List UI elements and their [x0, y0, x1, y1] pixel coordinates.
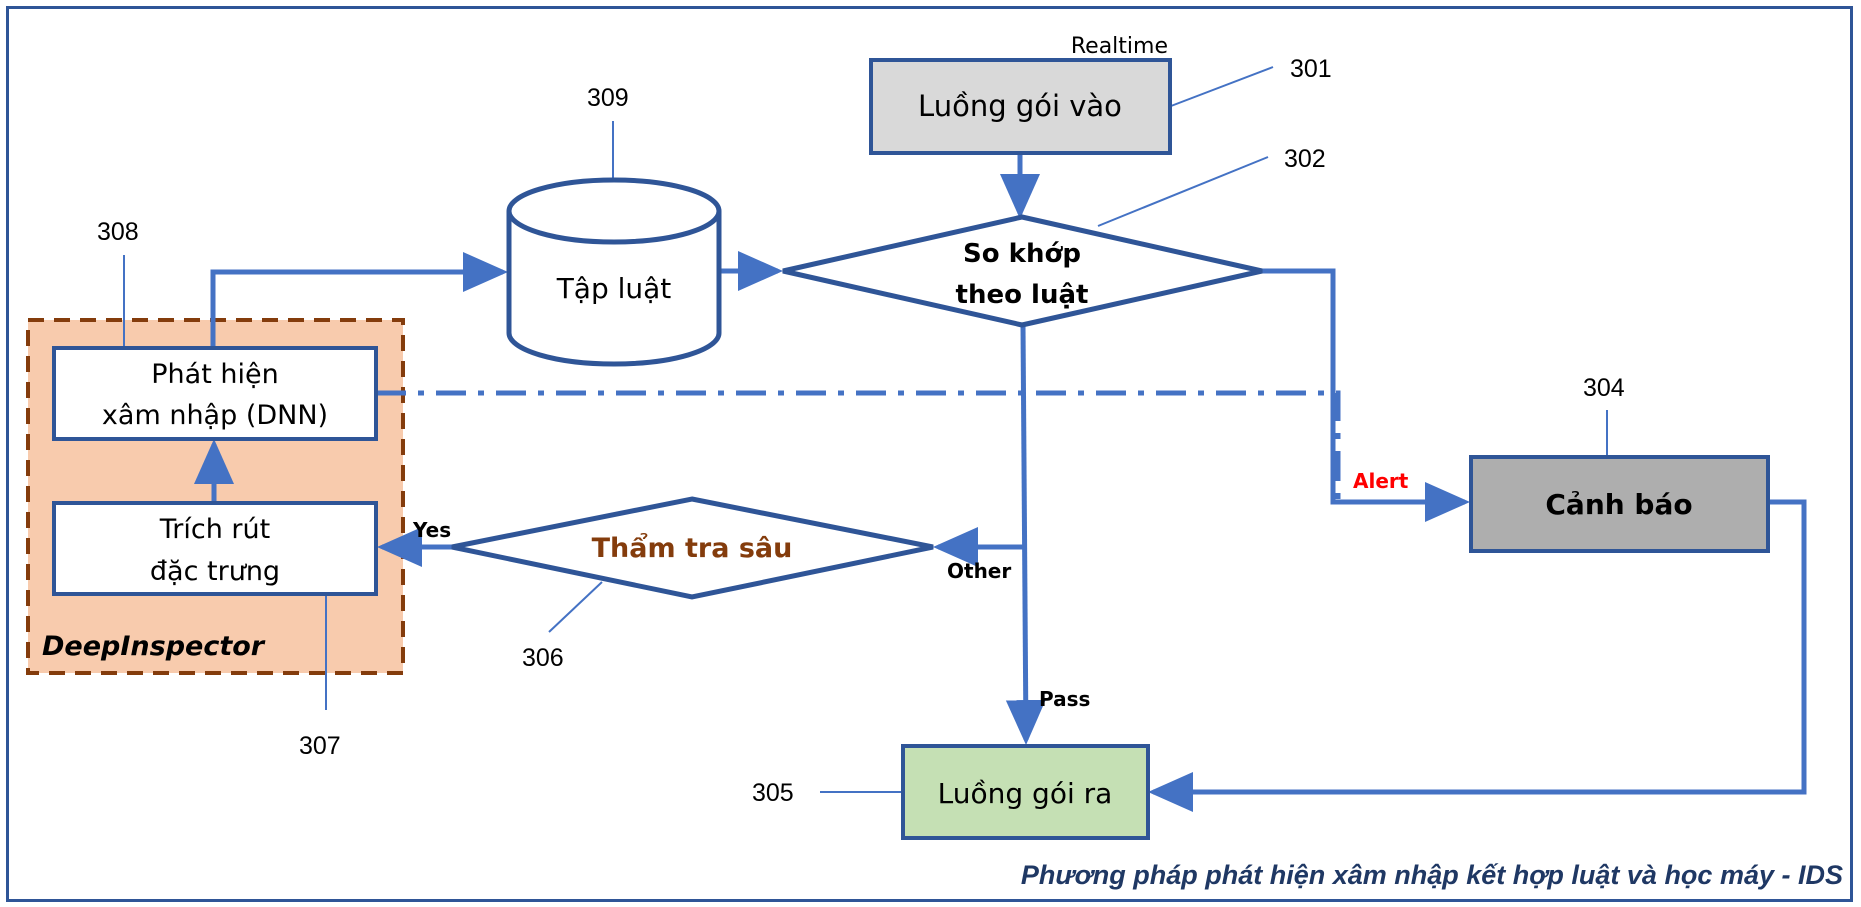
alert-label: Cảnh báo: [1545, 488, 1692, 521]
diagram-frame: [6, 6, 1853, 902]
edge-label-pass: Pass: [1039, 687, 1090, 711]
node-deep-inspect[interactable]: Thẩm tra sâu: [451, 496, 934, 600]
feature-extract-label-line1: Trích rút: [159, 514, 270, 545]
alert-box[interactable]: [1469, 455, 1770, 553]
deep-inspector-label: DeepInspector: [42, 631, 266, 662]
node-alert[interactable]: Cảnh báo: [1469, 455, 1770, 553]
node-output-stream[interactable]: Luồng gói ra: [901, 744, 1150, 840]
ref-306: 306: [522, 644, 564, 672]
feature-extract-label-line2: đặc trưng: [150, 556, 280, 587]
ref-305: 305: [752, 779, 794, 807]
node-feature-extract[interactable]: Trích rút đặc trưng: [52, 501, 378, 596]
rule-set-cylinder-body[interactable]: [506, 211, 722, 367]
deep-inspect-diamond[interactable]: [451, 496, 934, 600]
leader-306: [548, 581, 603, 633]
rule-set-cylinder-top: [506, 177, 722, 245]
ref-301: 301: [1290, 55, 1332, 83]
rule-set-label: Tập luật: [556, 272, 672, 305]
ref-309: 309: [587, 84, 629, 112]
reference-leaders: [123, 66, 1608, 793]
output-stream-box[interactable]: [901, 744, 1150, 840]
leader-302: [1097, 156, 1269, 227]
edge-match-to-alert: [1262, 268, 1470, 522]
edge-match-to-output: [1005, 324, 1046, 745]
leader-301: [1170, 66, 1274, 107]
deep-inspect-label: Thẩm tra sâu: [592, 531, 793, 564]
edge-label-yes: Yes: [412, 518, 451, 542]
rule-match-label-line1: So khớp: [963, 239, 1081, 269]
edge-label-alert: Alert: [1353, 469, 1409, 493]
node-dnn-detect[interactable]: Phát hiện xâm nhập (DNN): [52, 346, 378, 441]
rule-match-label-line2: theo luật: [956, 280, 1089, 310]
ref-307: 307: [299, 732, 341, 760]
output-stream-label: Luồng gói ra: [938, 777, 1113, 810]
ref-308: 308: [97, 218, 139, 246]
edge-alert-to-output: [1148, 499, 1807, 812]
feature-extract-box[interactable]: [52, 501, 378, 596]
dnn-detect-label-line1: Phát hiện: [151, 359, 278, 390]
realtime-note: Realtime: [1071, 34, 1168, 59]
node-rule-match[interactable]: So khớp theo luật: [782, 214, 1263, 328]
input-stream-box[interactable]: [869, 58, 1172, 155]
dnn-detect-label-line2: xâm nhập (DNN): [102, 400, 328, 431]
node-rule-set[interactable]: Tập luật: [506, 177, 722, 367]
dnn-detect-box[interactable]: [52, 346, 378, 441]
connectors: [194, 155, 1807, 812]
edge-dnn-to-ruleset: [210, 252, 508, 347]
node-input-stream[interactable]: Luồng gói vào Realtime: [869, 34, 1172, 155]
edge-label-other: Other: [947, 559, 1011, 583]
ref-302: 302: [1284, 145, 1326, 173]
input-stream-label: Luồng gói vào: [918, 89, 1122, 123]
ref-304: 304: [1583, 374, 1625, 402]
edge-dnn-to-alert-dashdot: [376, 390, 1341, 500]
rule-match-diamond[interactable]: [782, 214, 1263, 328]
diagram-caption: Phương pháp phát hiện xâm nhập kết hợp l…: [1020, 860, 1843, 890]
